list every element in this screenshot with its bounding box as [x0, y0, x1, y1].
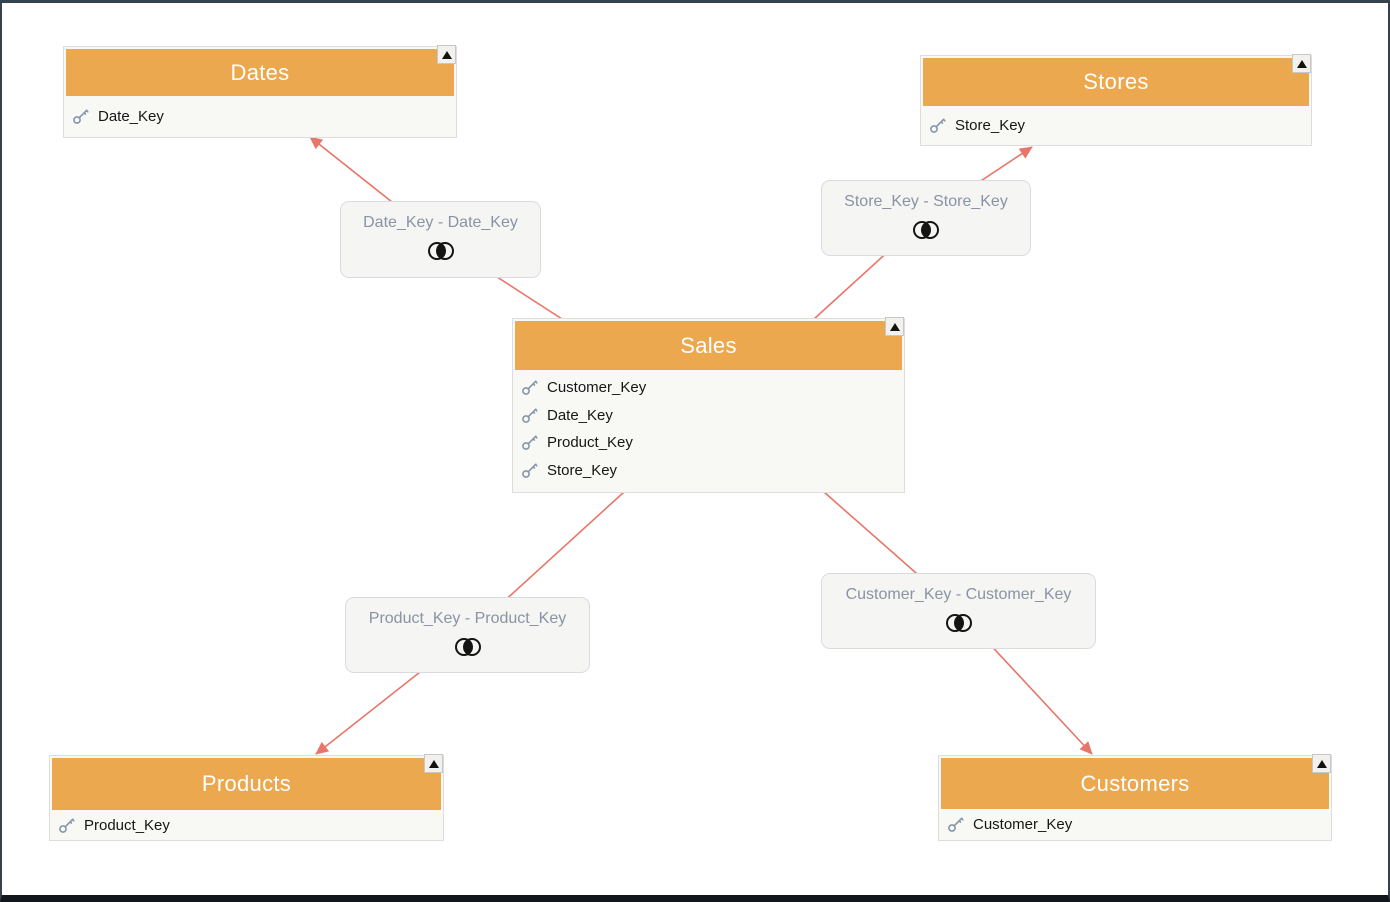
relationship-label: Date_Key - Date_Key: [363, 214, 518, 231]
column-label: Store_Key: [955, 117, 1026, 134]
key-icon: [522, 408, 538, 423]
column-label: Store_Key: [547, 461, 618, 479]
collapse-button[interactable]: [1312, 754, 1331, 773]
table-stores[interactable]: Stores Store_Key: [920, 54, 1312, 146]
collapse-button[interactable]: [885, 317, 904, 336]
table-title: Stores: [1083, 69, 1149, 94]
column-row[interactable]: Date_Key: [64, 96, 456, 137]
key-icon: [522, 380, 538, 396]
table-sales[interactable]: Sales Customer_Key Date_Key: [512, 317, 905, 493]
key-icon: [930, 118, 946, 133]
collapse-button[interactable]: [437, 45, 456, 64]
column-row[interactable]: Product_Key: [50, 810, 443, 840]
table-sales-header[interactable]: Sales: [515, 317, 904, 370]
table-columns: Date_Key: [64, 96, 456, 137]
table-products[interactable]: Products Product_Key: [49, 754, 444, 841]
table-columns: Product_Key: [50, 810, 443, 840]
relationship-label: Product_Key - Product_Key: [368, 610, 567, 627]
inner-join-icon: [427, 242, 454, 260]
relationship-card-stores-sales[interactable]: Store_Key - Store_Key: [821, 180, 1031, 256]
collapse-button[interactable]: [424, 754, 443, 773]
table-dates[interactable]: Dates Date_Key: [63, 45, 457, 138]
collapse-triangle-icon: [1296, 59, 1307, 68]
column-label: Customer_Key: [973, 816, 1073, 833]
column-row[interactable]: Customer_Key: [513, 374, 904, 402]
column-row[interactable]: Store_Key: [513, 457, 904, 485]
relationship-label: Customer_Key - Customer_Key: [845, 586, 1072, 603]
column-label: Product_Key: [547, 434, 633, 452]
key-icon: [948, 817, 964, 832]
column-row[interactable]: Date_Key: [513, 402, 904, 430]
table-customers-header[interactable]: Customers: [941, 754, 1331, 809]
table-columns: Store_Key: [921, 106, 1311, 145]
relationship-card-customers-sales[interactable]: Customer_Key - Customer_Key: [821, 573, 1096, 649]
table-title: Products: [201, 771, 292, 796]
inner-join-icon: [945, 614, 972, 632]
table-columns: Customer_Key Date_Key Product_Key: [513, 370, 904, 492]
table-columns: Customer_Key: [939, 809, 1331, 840]
column-label: Product_Key: [84, 816, 170, 834]
table-dates-header[interactable]: Dates: [66, 45, 456, 96]
table-products-header[interactable]: Products: [52, 754, 443, 810]
relationship-card-dates-sales[interactable]: Date_Key - Date_Key: [340, 201, 541, 278]
column-label: Date_Key: [547, 406, 613, 424]
inner-join-icon: [913, 221, 939, 239]
collapse-button[interactable]: [1292, 54, 1311, 73]
collapse-triangle-icon: [1316, 759, 1327, 768]
collapse-triangle-icon: [441, 50, 452, 59]
column-row[interactable]: Store_Key: [921, 106, 1311, 145]
inner-join-icon: [454, 638, 481, 656]
table-stores-header[interactable]: Stores: [923, 54, 1311, 106]
relationship-card-products-sales[interactable]: Product_Key - Product_Key: [345, 597, 590, 673]
column-label: Customer_Key: [547, 379, 647, 397]
key-icon: [522, 435, 538, 451]
table-title: Dates: [230, 59, 290, 85]
table-title: Sales: [680, 332, 737, 358]
relationship-label: Store_Key - Store_Key: [844, 193, 1008, 210]
column-row[interactable]: Customer_Key: [939, 809, 1331, 840]
column-row[interactable]: Product_Key: [513, 429, 904, 457]
key-icon: [59, 817, 75, 833]
table-customers[interactable]: Customers Customer_Key: [938, 754, 1332, 841]
key-icon: [73, 109, 89, 124]
column-label: Date_Key: [98, 108, 164, 125]
collapse-triangle-icon: [428, 759, 439, 768]
collapse-triangle-icon: [889, 322, 900, 331]
key-icon: [522, 463, 538, 478]
table-title: Customers: [1080, 770, 1190, 796]
